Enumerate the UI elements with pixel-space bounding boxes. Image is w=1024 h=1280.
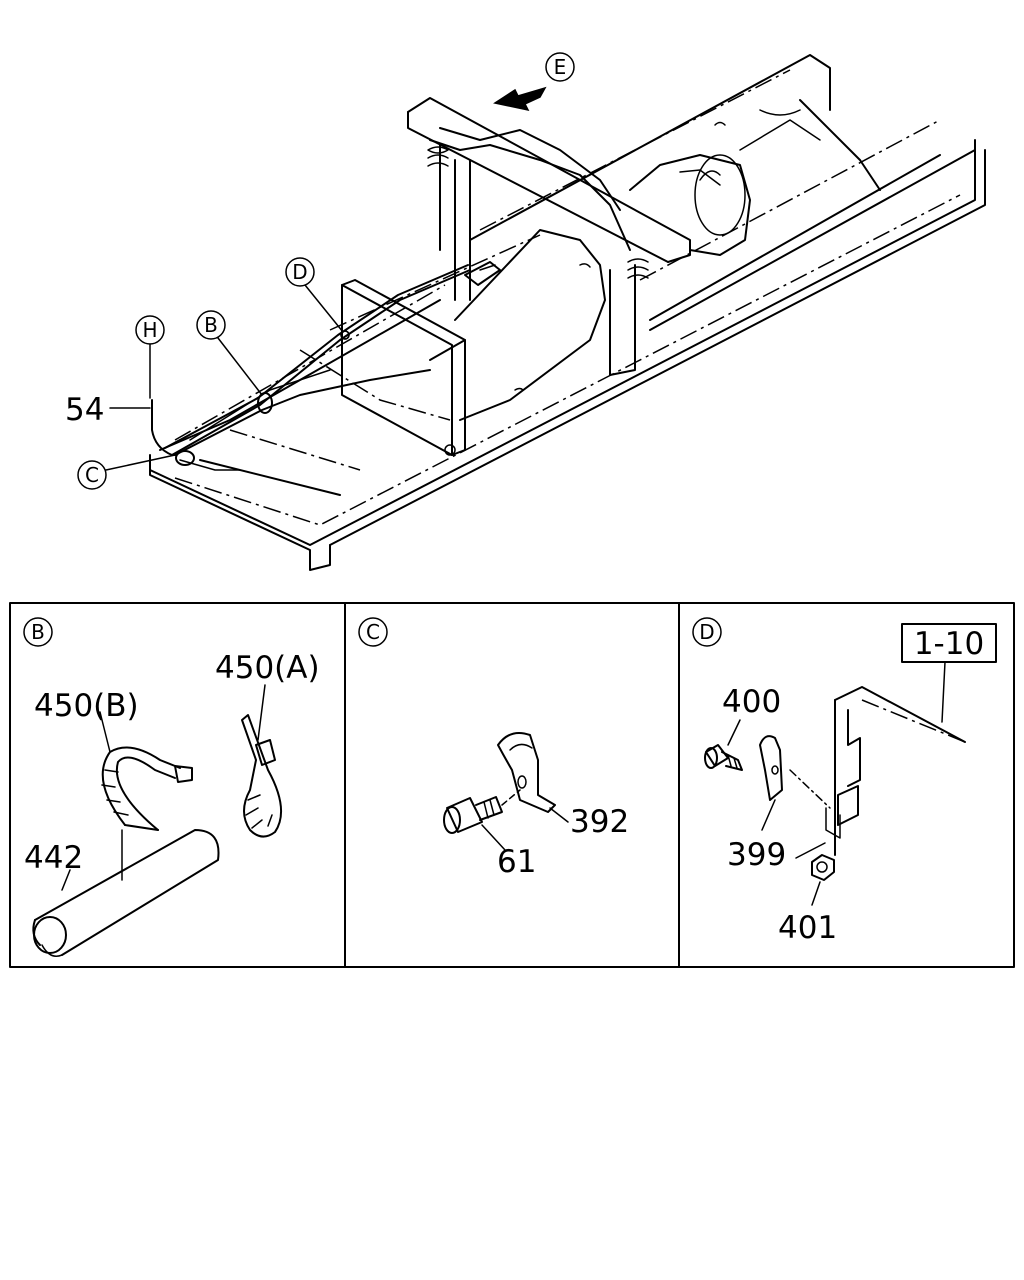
cross-member <box>407 97 691 376</box>
hose-routing <box>151 261 501 471</box>
detail-panels <box>9 602 1015 968</box>
view-arrow-e <box>493 86 547 112</box>
tank-bracket <box>340 279 466 456</box>
callout-e: E <box>545 52 575 82</box>
reference-box: 1-10 <box>901 623 997 723</box>
callout-e-label: E <box>554 55 567 79</box>
part-399-label: 399 <box>727 837 786 873</box>
fuel-tank <box>299 229 606 421</box>
bolt-400 <box>704 719 743 771</box>
band-450b <box>99 711 193 831</box>
callout-c-label: C <box>85 463 99 487</box>
part-450a-label: 450(A) <box>215 650 320 686</box>
detail-b: B 450(A) 450(B) 442 <box>23 617 320 957</box>
reference-label: 1-10 <box>914 626 984 662</box>
frame-bracket <box>825 686 966 856</box>
part-401-label: 401 <box>778 910 837 946</box>
nut-401 <box>795 842 835 906</box>
detail-b-marker: B <box>31 620 45 644</box>
callout-b-label: B <box>204 313 218 337</box>
band-450a <box>241 684 283 838</box>
main-view: E H B D C 54 <box>65 52 986 571</box>
detail-panels-border <box>9 602 1015 968</box>
detail-d-marker: D <box>699 620 714 644</box>
part-442-label: 442 <box>24 840 83 876</box>
bolt-61 <box>443 789 521 851</box>
part-392-label: 392 <box>570 804 629 840</box>
detail-d: D 1-10 400 399 401 <box>692 617 997 946</box>
callout-h: H <box>135 315 165 399</box>
part-450b-label: 450(B) <box>34 688 139 724</box>
callout-d: D <box>285 257 344 333</box>
part-61-label: 61 <box>497 844 536 880</box>
transmission <box>629 109 821 256</box>
clip-392 <box>497 732 569 823</box>
callout-b: B <box>196 310 263 396</box>
part-400-label: 400 <box>722 684 781 720</box>
detail-c-marker: C <box>366 620 380 644</box>
frame-rails <box>149 54 986 571</box>
callout-d-label: D <box>292 260 307 284</box>
part-54-callout: 54 <box>65 392 151 428</box>
callout-c: C <box>77 454 176 490</box>
tube-442 <box>32 829 220 957</box>
clip-399 <box>759 735 831 831</box>
callout-h-label: H <box>142 318 157 342</box>
detail-c: C 392 61 <box>358 617 629 880</box>
part-54-label: 54 <box>65 392 104 428</box>
